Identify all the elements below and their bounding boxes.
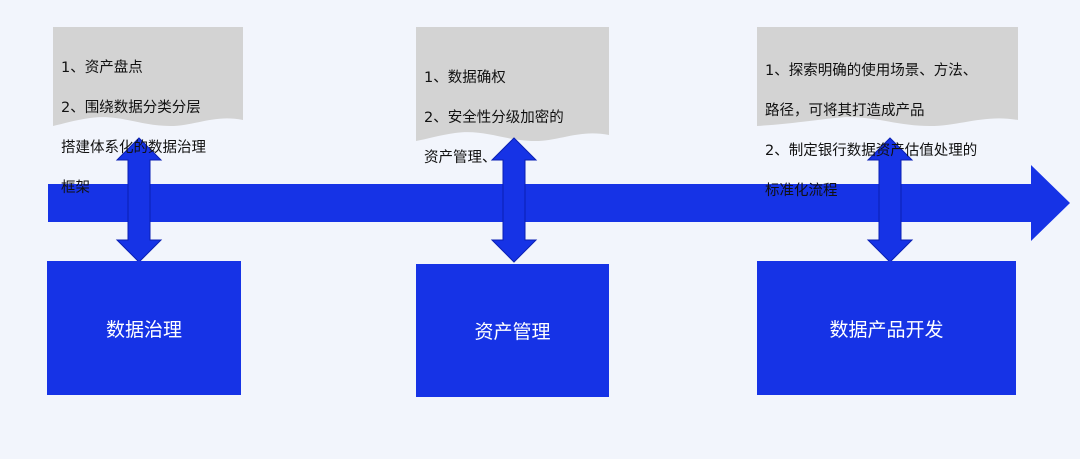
note-shape-3 [757,27,1018,126]
note-shape-1 [53,27,243,126]
stage-label: 数据治理 [105,318,182,341]
note-shape-2 [416,27,609,141]
note-line: 资产管理、 [424,150,497,166]
stage-label: 数据产品开发 [829,318,944,341]
note-stage-1: 1、资产盘点 2、围绕数据分类分层 搭建体系化的数据治理 框架 [53,30,248,196]
note-line: 路径，可将其打造成产品 [765,103,925,119]
note-line: 1、资产盘点 [61,60,143,76]
note-stage-3: 1、探索明确的使用场景、方法、 路径，可将其打造成产品 2、制定银行数据资产估值… [757,33,1019,199]
stage-box-data-governance: 数据治理 [47,261,241,395]
note-line: 搭建体系化的数据治理 [61,140,206,156]
stage-box-asset-management: 资产管理 [416,264,609,397]
note-line: 框架 [61,180,90,196]
timeline-arrow [48,165,1070,241]
stage-box-data-product-development: 数据产品开发 [757,261,1016,395]
note-line: 2、安全性分级加密的 [424,110,564,126]
stage-label: 资产管理 [474,321,551,343]
note-line: 1、数据确权 [424,70,506,86]
double-arrow-2 [490,137,538,263]
note-line: 2、围绕数据分类分层 [61,100,201,116]
note-stage-2: 1、数据确权 2、安全性分级加密的 资产管理、 [416,40,611,166]
note-line: 标准化流程 [765,183,838,199]
note-line: 1、探索明确的使用场景、方法、 [765,63,978,79]
note-line: 2、制定银行数据资产估值处理的 [765,143,978,159]
